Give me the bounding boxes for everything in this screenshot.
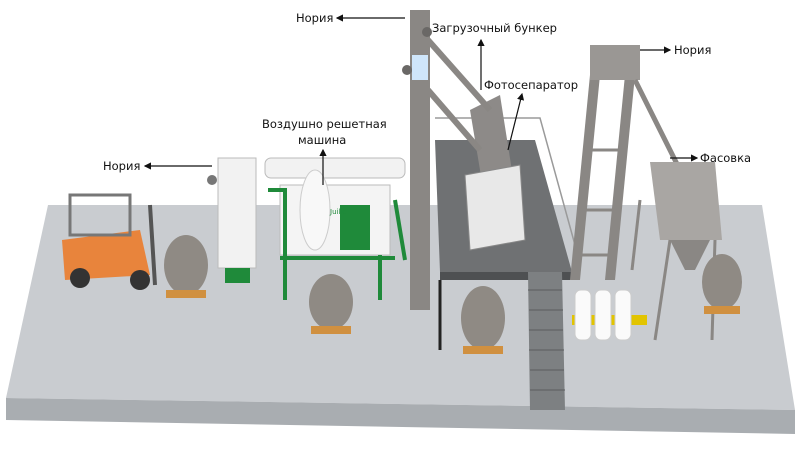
air-screen-machine: Juilie	[264, 157, 407, 300]
label-elevator-left: Нория	[103, 159, 212, 173]
machine-brand-logo: Juilie	[329, 208, 347, 216]
svg-text:Загрузочный бункер: Загрузочный бункер	[432, 21, 557, 35]
label-packing: Фасовка	[670, 151, 751, 165]
svg-text:Воздушно решетная: Воздушно решетная	[262, 117, 387, 131]
stairs	[528, 272, 565, 410]
right-elevator	[570, 45, 693, 280]
label-elevator-top: Нория	[296, 11, 405, 25]
central-elevator	[402, 10, 432, 310]
label-loading-hopper: Загрузочный бункер	[432, 21, 557, 90]
svg-text:Нория: Нория	[296, 11, 333, 25]
svg-text:Фасовка: Фасовка	[700, 151, 751, 165]
left-elevator	[207, 157, 257, 283]
label-elevator-right: Нория	[640, 43, 711, 57]
svg-text:Фотосепаратор: Фотосепаратор	[484, 78, 578, 92]
svg-text:машина: машина	[298, 133, 346, 147]
svg-text:Нория: Нория	[674, 43, 711, 57]
photo-separator-platform	[425, 38, 576, 350]
big-bags	[164, 235, 742, 354]
svg-text:Нория: Нория	[103, 159, 140, 173]
label-air-screen-machine: Воздушно решетная машина	[262, 117, 387, 185]
label-photo-separator: Фотосепаратор	[484, 78, 578, 151]
forklift	[62, 193, 157, 290]
storage-cylinders	[572, 289, 647, 341]
